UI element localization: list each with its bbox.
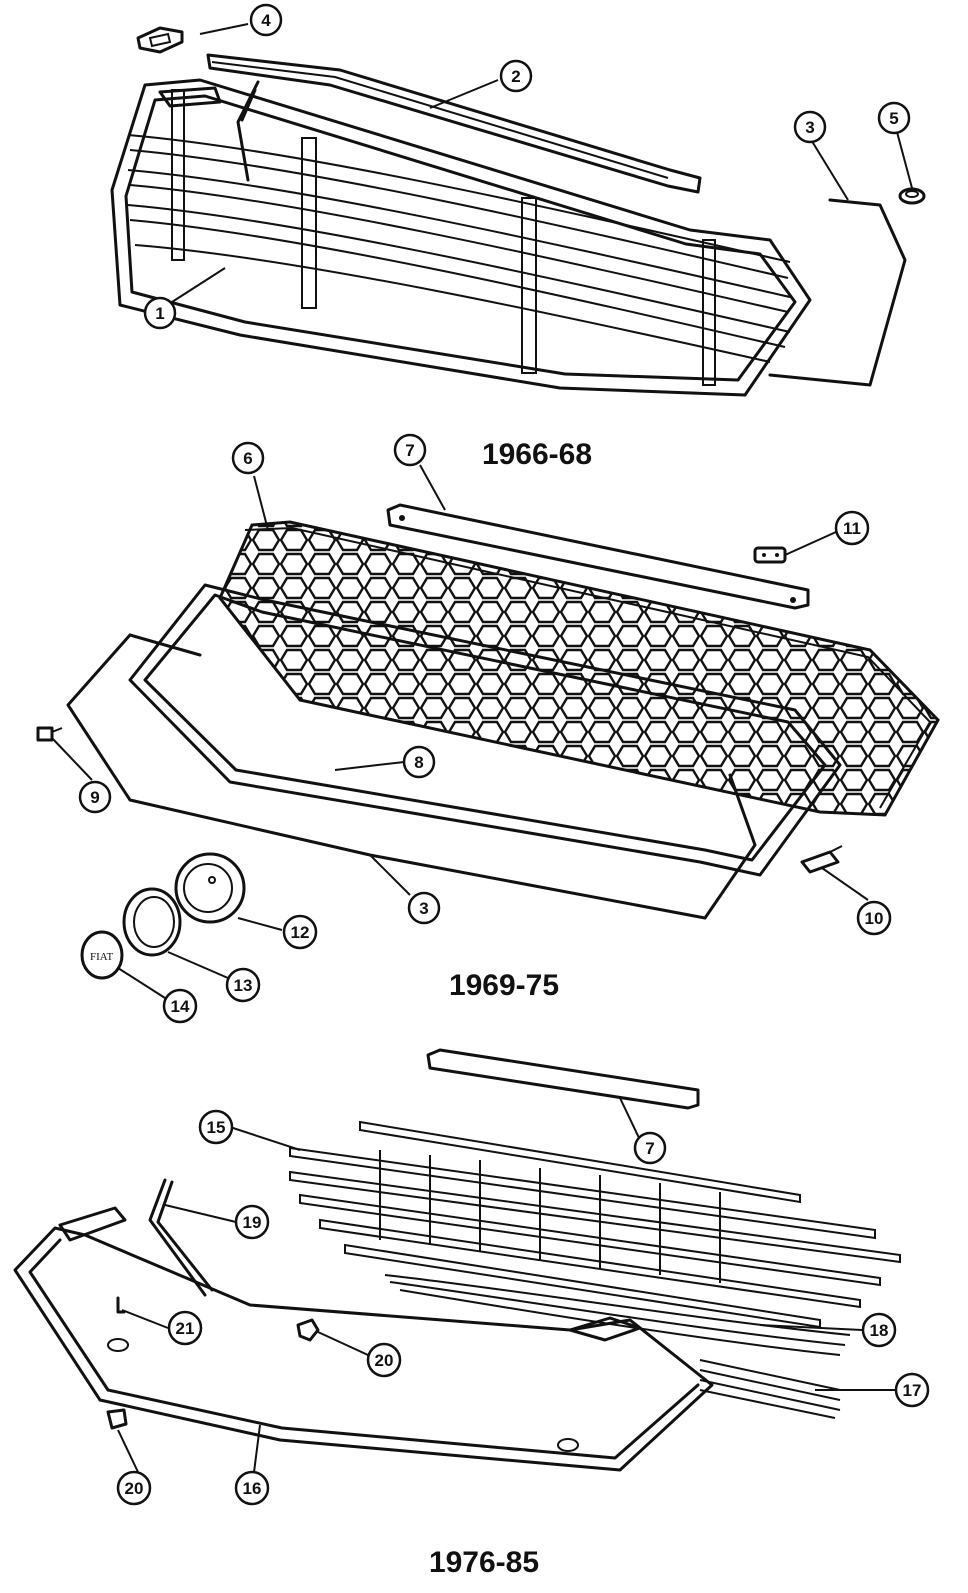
- grommet-5: [898, 187, 926, 205]
- svg-text:6: 6: [243, 449, 252, 468]
- svg-text:11: 11: [843, 519, 861, 538]
- svg-text:20: 20: [375, 1351, 394, 1370]
- year-label-1966-68: 1966-68: [482, 438, 592, 471]
- grille-1966-68: [110, 78, 812, 397]
- svg-text:3: 3: [419, 899, 428, 918]
- bumper-16: [13, 1206, 714, 1472]
- bar-7-lower: [426, 1048, 700, 1110]
- svg-text:19: 19: [243, 1213, 262, 1232]
- bar-7-upper: [386, 503, 810, 610]
- callout-21: 21: [167, 1310, 203, 1346]
- svg-text:4: 4: [261, 11, 271, 30]
- callout-10: 10: [856, 900, 892, 936]
- svg-text:21: 21: [176, 1319, 195, 1338]
- louvers-18: [384, 1274, 851, 1356]
- svg-text:5: 5: [889, 109, 898, 128]
- louvers-15: [289, 1120, 901, 1329]
- svg-text:9: 9: [90, 788, 99, 807]
- year-label-1969-75: 1969-75: [449, 969, 559, 1002]
- svg-text:18: 18: [870, 1321, 889, 1340]
- callout-3-top: 3: [793, 110, 827, 144]
- svg-text:12: 12: [291, 923, 310, 942]
- fiat-badge-text: FIAT: [90, 951, 114, 963]
- callout-15: 15: [198, 1109, 234, 1145]
- svg-text:7: 7: [645, 1139, 654, 1158]
- svg-text:20: 20: [125, 1479, 144, 1498]
- callout-20-lower: 20: [116, 1470, 152, 1506]
- svg-text:13: 13: [234, 976, 253, 995]
- clip-11: [753, 546, 787, 564]
- clip-9: [36, 726, 63, 742]
- callout-18: 18: [861, 1312, 897, 1348]
- callout-3-mid: 3: [407, 891, 441, 925]
- svg-text:15: 15: [207, 1118, 226, 1137]
- clip-4: [136, 26, 184, 54]
- svg-text:10: 10: [865, 909, 884, 928]
- callout-14: 14: [162, 988, 198, 1024]
- svg-text:3: 3: [805, 118, 814, 137]
- callout-17: 17: [894, 1372, 930, 1408]
- callout-12: 12: [282, 914, 318, 950]
- callout-9: 9: [78, 780, 112, 814]
- callout-2: 2: [499, 59, 533, 93]
- svg-text:14: 14: [171, 997, 190, 1016]
- svg-text:16: 16: [243, 1479, 262, 1498]
- bracket-19: [148, 1178, 214, 1297]
- callout-11: 11: [834, 510, 870, 546]
- callout-20-upper: 20: [366, 1342, 402, 1378]
- callout-7-top: 7: [393, 433, 427, 467]
- callout-16: 16: [234, 1470, 270, 1506]
- upper-bar-2: [206, 53, 702, 194]
- callout-4: 4: [249, 3, 283, 37]
- svg-text:7: 7: [405, 441, 414, 460]
- callout-5: 5: [877, 101, 911, 135]
- svg-text:17: 17: [903, 1381, 922, 1400]
- year-label-1976-85: 1976-85: [429, 1546, 539, 1579]
- clip-10: [800, 845, 843, 874]
- badge-parts: FIAT: [80, 852, 246, 980]
- surround-8: [128, 583, 842, 877]
- callout-1: 1: [143, 296, 177, 330]
- callout-13: 13: [225, 967, 261, 1003]
- svg-text:1: 1: [155, 304, 164, 323]
- svg-text:2: 2: [511, 67, 520, 86]
- rods-17: [699, 1359, 841, 1419]
- clip-21: [116, 1296, 126, 1314]
- callout-7-bottom: 7: [633, 1131, 667, 1165]
- rod-3-upper: [236, 80, 907, 387]
- callout-8: 8: [402, 745, 436, 779]
- callout-6: 6: [231, 441, 265, 475]
- callout-19: 19: [234, 1204, 270, 1240]
- fastener-20: [106, 1318, 320, 1430]
- svg-text:8: 8: [414, 753, 423, 772]
- grille-1969-75: [218, 520, 940, 817]
